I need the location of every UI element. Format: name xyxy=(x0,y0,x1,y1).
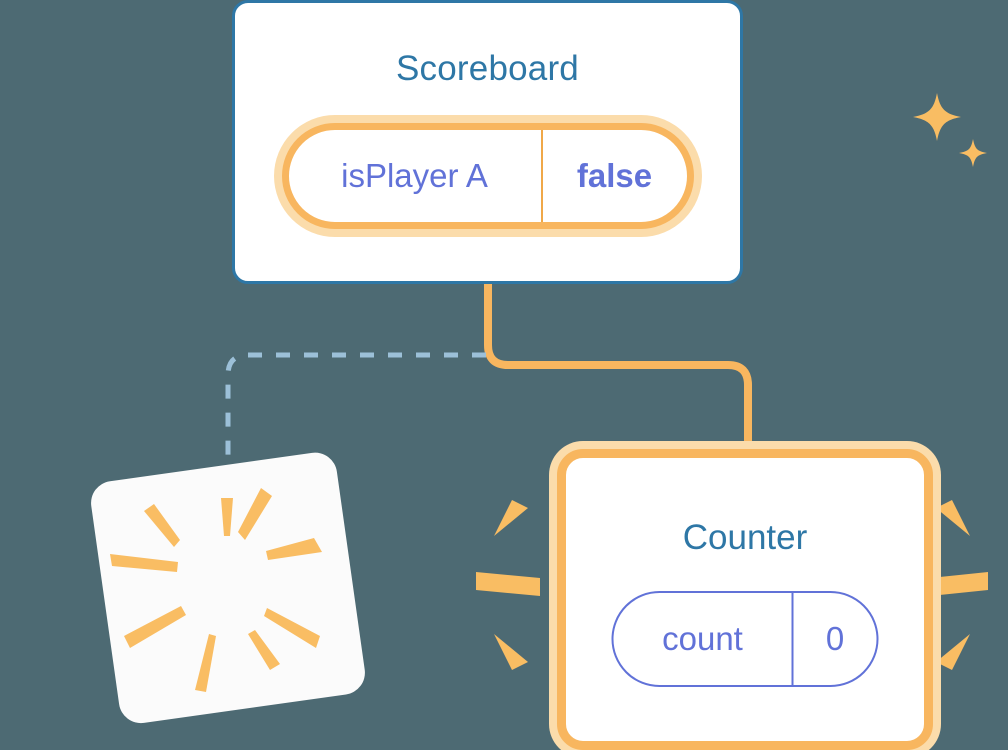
scoreboard-state-value: false xyxy=(576,157,653,194)
counter-state-pill[interactable]: count 0 xyxy=(611,591,879,687)
burst-ray xyxy=(930,572,988,596)
counter-state-value: 0 xyxy=(825,620,845,657)
counter-burst-rays-left xyxy=(476,500,540,670)
blank-card-ray xyxy=(248,630,280,670)
counter-title: Counter xyxy=(682,518,808,557)
blank-card-ray xyxy=(266,538,322,560)
counter-card[interactable]: Counter count 0 xyxy=(557,449,933,750)
blank-card-ray xyxy=(195,634,216,692)
scoreboard-title: Scoreboard xyxy=(396,49,579,88)
blank-card-graphic xyxy=(91,452,365,724)
burst-ray xyxy=(476,572,540,596)
burst-ray xyxy=(494,500,528,536)
burst-ray xyxy=(494,634,528,670)
blank-card-ray xyxy=(124,606,186,648)
scoreboard-state-pill[interactable]: isPlayer A false xyxy=(281,123,694,229)
scoreboard-state-key: isPlayer A xyxy=(289,130,543,222)
connector-scoreboard-to-counter xyxy=(484,283,752,452)
sparkle-group xyxy=(913,93,987,167)
blank-card-ray xyxy=(110,554,178,572)
blank-card[interactable] xyxy=(82,448,372,728)
sparkle-large-icon xyxy=(913,93,961,141)
blank-card-ray xyxy=(144,504,180,547)
blank-card-rays xyxy=(110,488,322,692)
blank-card-ray xyxy=(221,498,233,536)
burst-ray xyxy=(936,500,970,536)
blank-card-surface xyxy=(91,452,365,724)
scoreboard-card[interactable]: Scoreboard isPlayer A false xyxy=(232,0,987,284)
sparkle-small-icon xyxy=(959,139,987,167)
blank-card-ray xyxy=(238,488,272,540)
blank-card-ray xyxy=(264,608,320,648)
burst-ray xyxy=(936,634,970,670)
counter-state-key: count xyxy=(614,593,794,685)
counter-burst-rays-right xyxy=(930,500,988,670)
